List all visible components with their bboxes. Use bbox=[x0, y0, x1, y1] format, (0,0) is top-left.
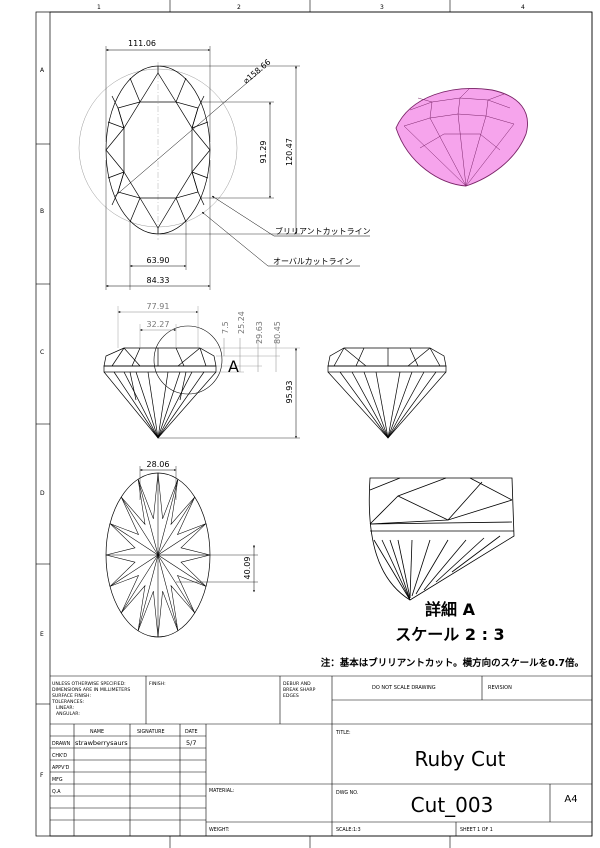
row-label-b: B bbox=[40, 208, 44, 215]
tb-do-not-scale: DO NOT SCALE DRAWING bbox=[372, 685, 436, 691]
title-block-lines bbox=[50, 675, 592, 836]
col-label-3: 3 bbox=[380, 4, 384, 11]
tb-unless-1: UNLESS OTHERWISE SPECIFIED: bbox=[52, 681, 126, 687]
dim-d4: 80.45 bbox=[273, 321, 282, 344]
tb-title-label: TITLE: bbox=[335, 730, 351, 736]
bottom-view bbox=[105, 466, 258, 638]
tb-col-date: DATE bbox=[185, 729, 197, 735]
side-view-right bbox=[327, 347, 447, 439]
detail-label-a: A bbox=[228, 357, 239, 376]
tb-dwg-label: DWG NO. bbox=[336, 790, 358, 796]
tb-unless-5: LINEAR: bbox=[56, 705, 74, 711]
tb-debur-2: BREAK SHARP bbox=[283, 687, 316, 693]
tb-row-chkd: CHK'D bbox=[52, 753, 67, 759]
callout-brilliant-line: ブリリアントカットライン bbox=[275, 226, 371, 236]
dim-culet-height: 40.09 bbox=[243, 557, 252, 580]
col-label-2: 2 bbox=[237, 4, 241, 11]
row-markers bbox=[36, 143, 50, 705]
dim-inner-height: 91.29 bbox=[259, 141, 268, 164]
tb-unless-3: SURFACE FINISH: bbox=[52, 693, 91, 699]
tb-revision-label: REVISION bbox=[488, 685, 512, 691]
column-markers bbox=[169, 0, 451, 848]
dim-diameter: ⌀158.66 bbox=[242, 58, 273, 86]
detail-caption-line1: 詳細 A bbox=[425, 600, 476, 619]
tb-dwg-value: Cut_003 bbox=[411, 793, 494, 817]
tb-title-value: Ruby Cut bbox=[414, 747, 505, 771]
tb-unless-6: ANGULAR: bbox=[56, 711, 80, 717]
ruby-3d-render bbox=[395, 87, 528, 187]
tb-debur-1: DEBUR AND bbox=[283, 681, 311, 687]
col-label-1: 1 bbox=[97, 4, 101, 11]
dim-d1: 7.5 bbox=[221, 321, 230, 334]
tb-row-qa: Q.A bbox=[52, 789, 61, 795]
tb-size-value: A4 bbox=[564, 794, 577, 805]
tb-col-signature: SIGNATURE bbox=[137, 729, 164, 735]
dim-table-width: 77.91 bbox=[147, 302, 170, 311]
row-label-f: F bbox=[40, 772, 44, 779]
tb-finish-label: FINISH: bbox=[149, 681, 166, 687]
detail-a-view bbox=[368, 477, 515, 601]
top-view bbox=[78, 46, 370, 290]
dim-bottom-width: 84.33 bbox=[147, 276, 170, 285]
crown-outline bbox=[103, 347, 217, 367]
dim-depth: 95.93 bbox=[285, 381, 294, 404]
tb-material-label: MATERIAL: bbox=[209, 788, 235, 794]
tb-unless-4: TOLERANCES: bbox=[51, 699, 84, 705]
row-label-d: D bbox=[40, 490, 45, 497]
row-label-e: E bbox=[40, 631, 44, 638]
dim-culet-width: 28.06 bbox=[147, 460, 170, 469]
tb-weight-label: WEIGHT: bbox=[209, 827, 230, 833]
tb-row-mfg: MFG bbox=[52, 777, 63, 783]
side-view bbox=[103, 306, 300, 439]
detail-caption-line2: スケール 2 : 3 bbox=[395, 625, 504, 644]
dim-width: 111.06 bbox=[128, 39, 156, 48]
tb-scale-label: SCALE:1:3 bbox=[336, 827, 361, 833]
dim-d2: 25.24 bbox=[237, 311, 246, 334]
tb-unless-2: DIMENSIONS ARE IN MILLIMETERS bbox=[52, 687, 130, 693]
row-label-a: A bbox=[40, 67, 45, 74]
dim-height: 120.47 bbox=[285, 138, 294, 166]
tb-sheet-label: SHEET 1 OF 1 bbox=[460, 827, 493, 833]
detail-outline bbox=[368, 477, 515, 601]
row-label-c: C bbox=[40, 349, 44, 356]
tb-row-appvd: APPV'D bbox=[52, 765, 70, 771]
dim-inner-width: 32.27 bbox=[147, 320, 170, 329]
tb-col-name: NAME bbox=[90, 729, 104, 735]
col-label-4: 4 bbox=[521, 4, 525, 11]
ruby-body bbox=[395, 88, 528, 187]
callout-oval-line: オーバルカットライン bbox=[273, 257, 353, 266]
tb-drawn-name: strawberrysaurs bbox=[75, 739, 128, 747]
tb-debur-3: EDGES bbox=[283, 693, 299, 699]
tb-row-drawn: DRAWN bbox=[52, 741, 71, 747]
dim-inner-bottom-width: 63.90 bbox=[147, 256, 170, 265]
drawing-note: 注：基本はブリリアントカット。横方向のスケールを0.7倍。 bbox=[321, 657, 584, 669]
dim-d3: 29.63 bbox=[255, 321, 264, 344]
tb-drawn-date: 5/7 bbox=[186, 739, 196, 747]
detail-circle bbox=[153, 325, 223, 395]
